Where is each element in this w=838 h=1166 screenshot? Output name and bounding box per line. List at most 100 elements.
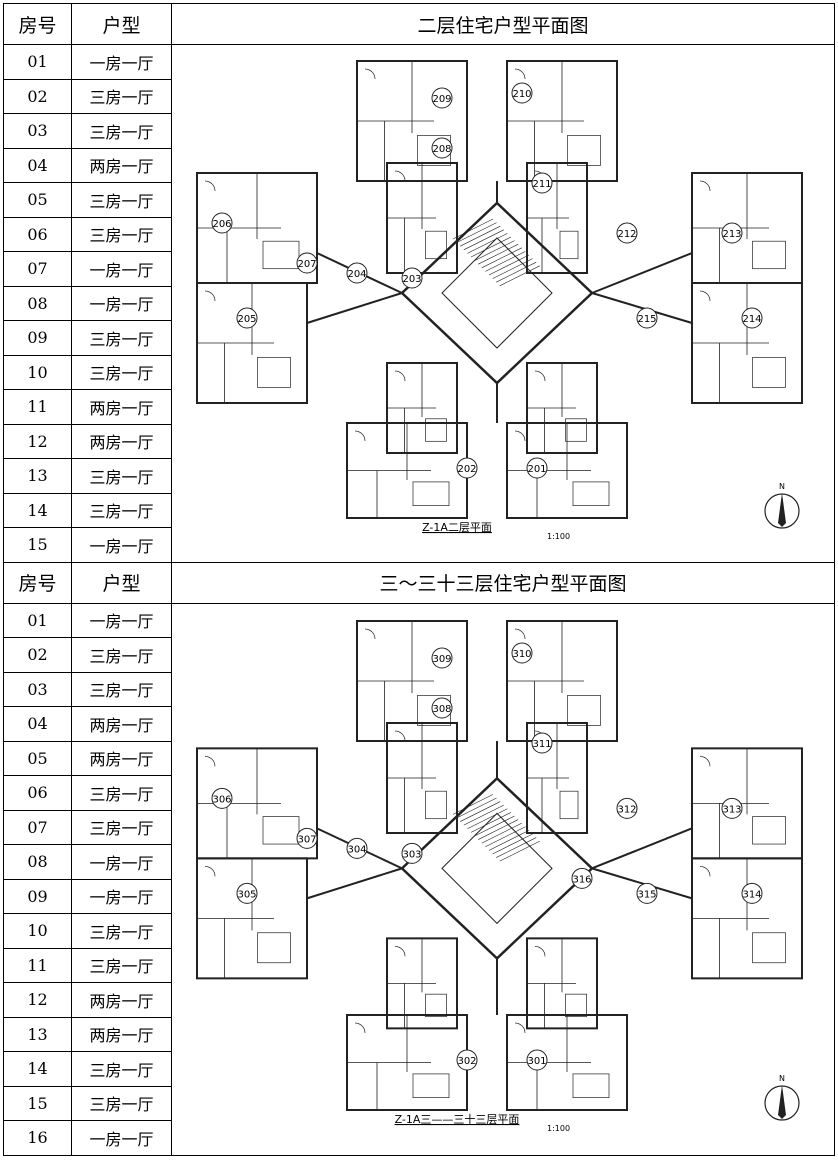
unit-number-label: 306	[211, 787, 233, 809]
unit-type-cell: 三房一厅	[71, 671, 172, 707]
stair-tread	[496, 837, 537, 858]
room-number-cell: 05	[3, 740, 72, 776]
svg-text:207: 207	[297, 259, 316, 270]
plan-title-header: 三～三十三层住宅户型平面图	[171, 561, 835, 604]
stair-tread	[456, 797, 497, 819]
room-number-cell: 10	[3, 913, 72, 949]
room-number-cell: 16	[3, 1120, 72, 1156]
unit-number-label: 305	[236, 882, 258, 904]
svg-text:215: 215	[637, 314, 656, 325]
svg-text:212: 212	[617, 229, 636, 240]
unit-type-cell: 一房一厅	[71, 285, 172, 321]
svg-text:210: 210	[512, 89, 531, 100]
unit-number-label: 205	[236, 307, 258, 329]
unit-number-label: 209	[431, 87, 453, 109]
room-number-cell: 02	[3, 78, 72, 114]
unit-number-label: 308	[431, 697, 453, 719]
room-number-cell: 07	[3, 809, 72, 845]
stair-core	[441, 812, 553, 925]
svg-text:306: 306	[212, 794, 231, 805]
stair-tread	[470, 236, 512, 258]
room-number-cell: 08	[3, 285, 72, 321]
unit-number-label: 202	[456, 457, 478, 479]
unit-number-label: 203	[401, 267, 423, 289]
room-number-cell: 12	[3, 982, 72, 1018]
unit-number-label: 311	[531, 732, 553, 754]
unit-type-cell: 三房一厅	[71, 458, 172, 494]
core-outline	[400, 776, 594, 961]
svg-text:312: 312	[617, 804, 636, 815]
stair-tread	[463, 804, 504, 826]
plan-title-header: 二层住宅户型平面图	[171, 3, 835, 45]
svg-text:302: 302	[457, 1056, 476, 1067]
unit-number-label: 215	[636, 307, 658, 329]
core-outline	[400, 201, 594, 385]
unit-type-cell: 两房一厅	[71, 423, 172, 459]
unit-type-cell: 一房一厅	[71, 251, 172, 287]
floor-plan-drawing	[196, 620, 803, 1111]
room-number-cell: 14	[3, 492, 72, 528]
unit-type-cell: 三房一厅	[71, 492, 172, 528]
plan-caption: Z-1A二层平面	[422, 521, 492, 534]
room-number-cell: 14	[3, 1051, 72, 1087]
unit-type-cell: 三房一厅	[71, 913, 172, 949]
stair-tread	[460, 226, 501, 247]
unit-type-header: 户型	[71, 561, 172, 604]
stair-core	[441, 237, 553, 349]
wall	[591, 867, 693, 900]
unit-type-cell: 三房一厅	[71, 947, 172, 983]
svg-text:203: 203	[402, 274, 421, 285]
room-number-cell: 06	[3, 216, 72, 252]
stair-tread	[492, 833, 533, 855]
plan-scale: 1:100	[547, 1124, 570, 1133]
stair-tread	[496, 262, 537, 283]
svg-text:310: 310	[512, 649, 531, 660]
unit-block	[691, 747, 803, 860]
wall	[306, 292, 403, 325]
unit-type-cell: 两房一厅	[71, 740, 172, 776]
stair-tread	[474, 815, 515, 837]
svg-text:311: 311	[532, 739, 551, 750]
unit-type-cell: 两房一厅	[71, 982, 172, 1018]
stair-tread	[481, 247, 522, 269]
unit-number-label: 204	[346, 262, 368, 284]
stair-tread	[452, 218, 494, 240]
room-number-cell: 01	[3, 44, 72, 80]
svg-text:307: 307	[297, 834, 316, 845]
unit-type-cell: 一房一厅	[71, 1120, 172, 1156]
room-number-cell: 03	[3, 113, 72, 149]
plan-scale: 1:100	[547, 532, 570, 541]
unit-number-label: 213	[721, 222, 743, 244]
unit-type-cell: 三房一厅	[71, 1085, 172, 1121]
svg-text:301: 301	[527, 1056, 546, 1067]
unit-type-header: 户型	[71, 3, 172, 45]
unit-number-label: 214	[741, 307, 763, 329]
unit-number-label: 309	[431, 647, 453, 669]
stair-tread	[488, 254, 530, 276]
svg-text:304: 304	[347, 844, 366, 855]
unit-type-cell: 一房一厅	[71, 527, 172, 563]
room-number-cell: 11	[3, 947, 72, 983]
room-number-cell: 06	[3, 775, 72, 811]
unit-block	[386, 162, 458, 275]
stair-tread	[499, 840, 540, 862]
svg-text:201: 201	[527, 464, 546, 475]
unit-block	[506, 60, 618, 183]
unit-type-cell: 两房一厅	[71, 389, 172, 425]
unit-number-label: 210	[511, 82, 533, 104]
unit-type-cell: 一房一厅	[71, 844, 172, 880]
section-header-row: 房号户型二层住宅户型平面图	[3, 3, 835, 45]
stair-tread	[456, 222, 497, 244]
unit-type-cell: 两房一厅	[71, 147, 172, 183]
